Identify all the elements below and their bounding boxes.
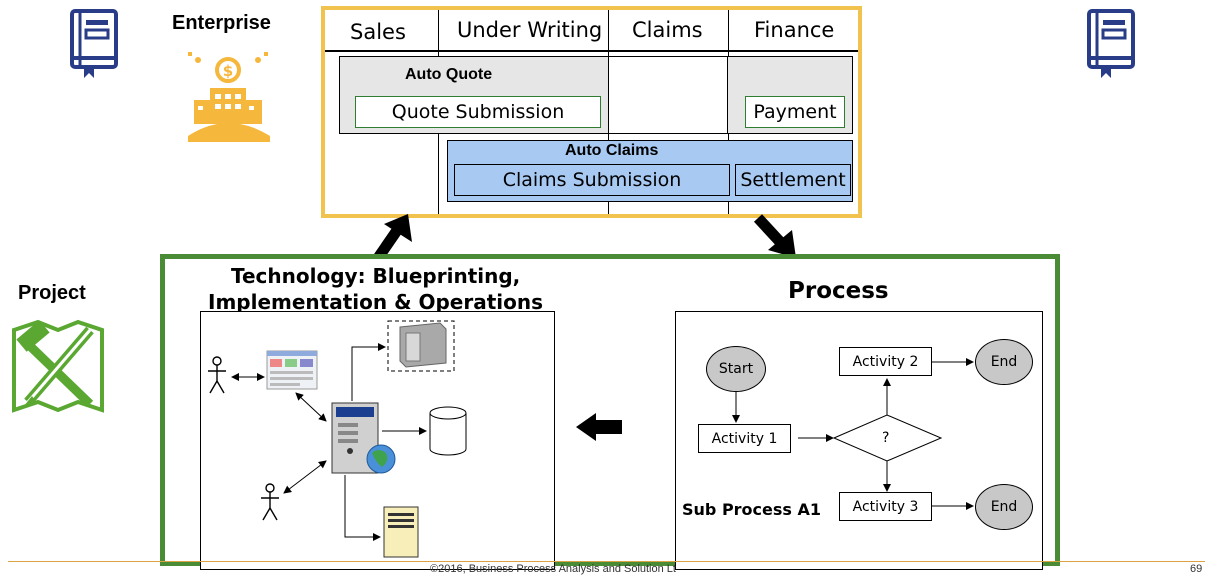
file-server-icon (383, 506, 419, 558)
server-icon (331, 402, 396, 474)
settlement-box: Settlement (735, 164, 851, 196)
arrow-down-icon (753, 214, 796, 258)
column-header-sales: Sales (350, 20, 406, 44)
process-title: Process (788, 278, 889, 304)
footer-rule (8, 561, 1205, 562)
start-node: Start (706, 346, 766, 392)
dashboard-icon (266, 350, 318, 390)
arrow-left-icon (576, 413, 622, 441)
book-icon-right (1087, 9, 1135, 78)
enterprise-matrix: Sales Under Writing Claims Finance Auto … (321, 6, 862, 218)
activity-1-box: Activity 1 (698, 424, 791, 453)
technology-title-line2: Implementation & Operations (208, 290, 544, 314)
decision-diamond (832, 414, 943, 462)
rack-server-icon (387, 320, 455, 372)
technology-title-line1: Technology: Blueprinting, (231, 264, 521, 288)
footer-page-number: 69 (1190, 563, 1203, 575)
end-node-bottom: End (975, 484, 1033, 530)
user-icon (208, 356, 226, 394)
end-node-top: End (975, 339, 1033, 385)
enterprise-building-icon: $ (188, 52, 270, 142)
svg-text:$: $ (223, 62, 233, 80)
column-header-finance: Finance (754, 18, 835, 42)
column-header-claims: Claims (632, 18, 703, 42)
column-header-under-writing: Under Writing (457, 18, 603, 42)
decision-label: ? (882, 430, 890, 446)
quote-submission-box: Quote Submission (355, 96, 601, 128)
claims-submission-box: Claims Submission (454, 164, 730, 196)
payment-box: Payment (745, 96, 845, 128)
enterprise-label: Enterprise (172, 12, 271, 34)
process-connectors (732, 358, 974, 510)
architecture-illustration (208, 320, 467, 558)
subprocess-label: Sub Process A1 (682, 500, 822, 519)
project-label: Project (18, 282, 86, 304)
database-icon (429, 406, 467, 456)
book-icon-left (70, 9, 118, 78)
auto-quote-title: Auto Quote (405, 66, 493, 83)
auto-claims-title: Auto Claims (565, 142, 659, 159)
arrow-up-icon (373, 214, 412, 262)
activity-3-box: Activity 3 (839, 492, 932, 521)
matrix-header-divider (325, 50, 858, 52)
user-icon (261, 483, 279, 521)
auto-quote-gap (608, 57, 728, 133)
project-tools-icon (12, 319, 104, 413)
footer-copyright: ©2016, Business Process Analysis and Sol… (430, 563, 676, 575)
activity-2-box: Activity 2 (839, 347, 932, 376)
